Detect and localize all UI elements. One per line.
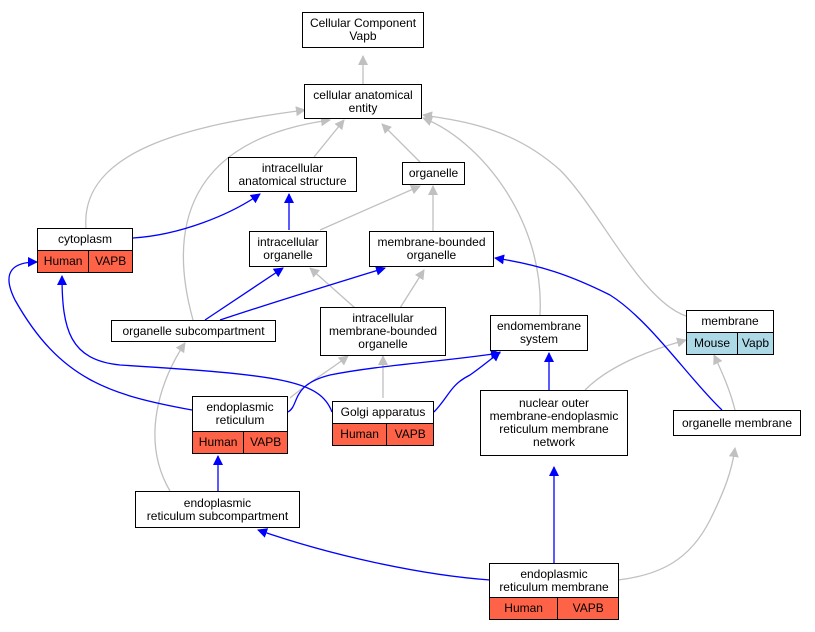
node-endoplasmic-reticulum[interactable]: endoplasmic reticulum Human VAPB xyxy=(192,396,288,454)
node-golgi-apparatus[interactable]: Golgi apparatus Human VAPB xyxy=(332,401,434,446)
gene-cell: VAPB xyxy=(557,598,618,619)
gene-row: Human VAPB xyxy=(490,597,618,619)
node-organelle-membrane[interactable]: organelle membrane xyxy=(673,410,801,436)
edge-cytoplasm-to-ias xyxy=(132,193,261,239)
node-cytoplasm[interactable]: cytoplasm Human VAPB xyxy=(37,228,133,273)
edge-om-to-membrane xyxy=(713,354,736,411)
species-cell: Human xyxy=(333,424,387,445)
edge-osc-to-mbo xyxy=(219,265,386,321)
node-intracellular-organelle[interactable]: intracellular organelle xyxy=(249,231,327,267)
edge-organelle-to-cae xyxy=(381,123,421,163)
node-cellular-anatomical-entity[interactable]: cellular anatomical entity xyxy=(304,84,422,119)
edge-er-to-cytoplasm xyxy=(8,257,193,411)
edge-er-to-endo xyxy=(287,349,501,413)
node-intracellular-anatomical-structure[interactable]: intracellular anatomical structure xyxy=(228,157,357,192)
gene-row: Human VAPB xyxy=(333,423,433,445)
edge-om-to-mbo xyxy=(494,254,723,411)
node-nuclear-outer-membrane-er-membrane-network[interactable]: nuclear outer membrane-endoplasmic retic… xyxy=(480,390,628,456)
edge-imbo-to-mbo xyxy=(399,269,425,309)
edge-golgi-to-endo xyxy=(433,351,501,413)
node-membrane[interactable]: membrane Mouse Vapb xyxy=(686,310,774,355)
species-cell: Mouse xyxy=(687,333,737,354)
edge-erm-to-ersc xyxy=(257,528,491,581)
gene-row: Human VAPB xyxy=(193,431,287,453)
species-cell: Human xyxy=(193,432,244,453)
edge-cytoplasm-to-cae xyxy=(85,106,306,229)
edge-golgi-to-cytoplasm xyxy=(57,275,333,413)
edge-endo-to-cae xyxy=(422,116,541,316)
species-cell: Human xyxy=(38,251,89,272)
gene-cell: Vapb xyxy=(737,333,773,354)
gene-cell: VAPB xyxy=(88,251,132,272)
gene-cell: VAPB xyxy=(243,432,287,453)
gene-cell: VAPB xyxy=(386,424,433,445)
node-cellular-component-vapb[interactable]: Cellular Component Vapb xyxy=(302,12,424,48)
edge-ersc-to-osc xyxy=(154,342,186,492)
edge-osc-to-cae xyxy=(182,116,331,321)
node-endomembrane-system[interactable]: endomembrane system xyxy=(490,315,588,351)
species-cell: Human xyxy=(490,598,558,619)
edge-nomer-to-membrane xyxy=(584,337,687,391)
node-endoplasmic-reticulum-membrane[interactable]: endoplasmic reticulum membrane Human VAP… xyxy=(489,563,619,620)
node-intracellular-membrane-bounded-organelle[interactable]: intracellular membrane-bounded organelle xyxy=(320,307,446,356)
edge-imbo-to-io xyxy=(309,267,356,309)
edge-osc-to-io xyxy=(204,267,284,321)
node-organelle-subcompartment[interactable]: organelle subcompartment xyxy=(111,320,276,342)
edge-erm-to-om xyxy=(617,447,739,581)
gene-row: Mouse Vapb xyxy=(687,332,773,354)
node-endoplasmic-reticulum-subcompartment[interactable]: endoplasmic reticulum subcompartment xyxy=(135,491,300,528)
gene-row: Human VAPB xyxy=(38,250,132,272)
node-organelle[interactable]: organelle xyxy=(402,162,465,185)
edge-er-to-imbo xyxy=(289,355,349,399)
node-membrane-bounded-organelle[interactable]: membrane-bounded organelle xyxy=(369,231,494,267)
edge-membrane-to-cae xyxy=(422,111,687,317)
edge-io-to-organelle xyxy=(319,185,421,231)
edge-ias-to-cae xyxy=(313,119,345,158)
